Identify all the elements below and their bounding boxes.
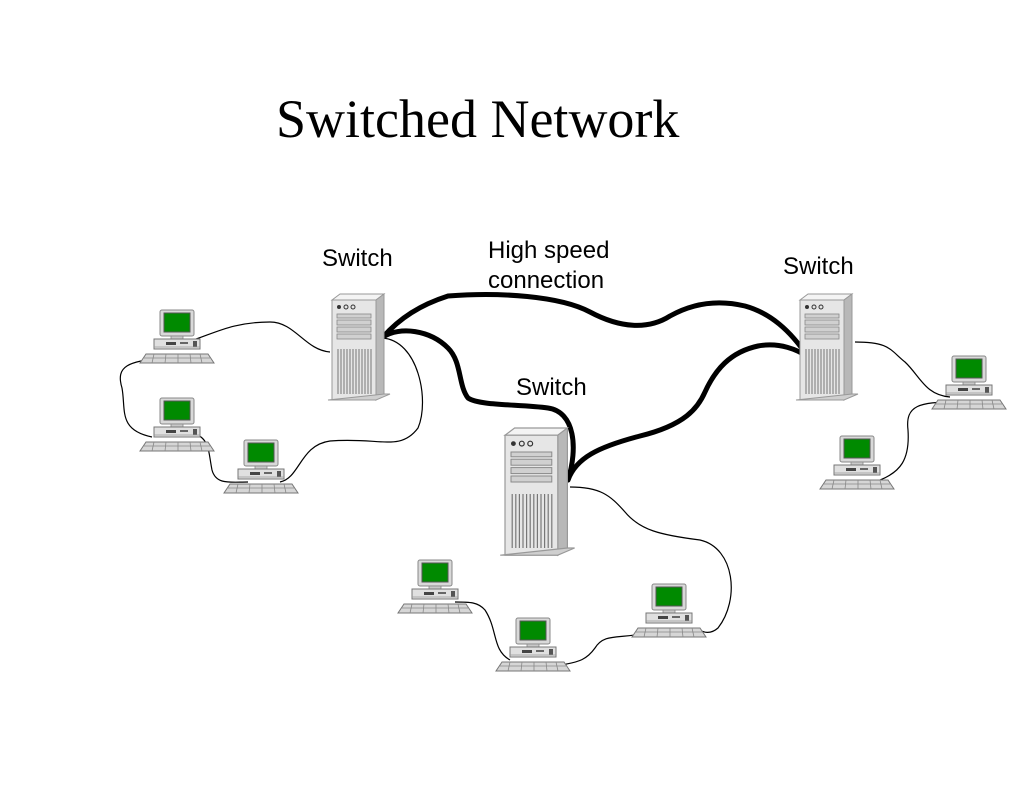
computer-icon-center-1 (397, 559, 473, 614)
switch-center-icon (499, 427, 576, 556)
computer-icon-center-3 (631, 583, 707, 638)
computer-icon-left-2 (139, 397, 215, 452)
label-switch-left: Switch (322, 245, 393, 272)
high-speed-links (380, 292, 811, 483)
label-link-line2: connection (488, 267, 605, 294)
label-switch-right: Switch (783, 253, 854, 280)
switch-left-icon (327, 293, 391, 401)
cable-center-switch-pc3 (569, 486, 732, 633)
switch-right-icon (795, 293, 859, 401)
computer-icon-left-3 (223, 439, 299, 494)
computer-icon-right-1 (931, 355, 1007, 410)
backbone-left-to-right (380, 292, 811, 360)
cable-pc1-pc2 (119, 357, 161, 438)
cable-pc2-pc1 (454, 601, 511, 661)
backbone-left-to-center (380, 328, 576, 483)
label-switch-center: Switch (516, 374, 587, 401)
cable-pc3-left-switch (279, 337, 424, 483)
cable-right-switch-pc2 (879, 401, 956, 481)
lan-cables (119, 321, 956, 666)
computer-icon-right-2 (819, 435, 895, 490)
cable-right-switch-pc1 (854, 341, 951, 398)
computer-icon-center-2 (495, 617, 571, 672)
backbone-center-to-right (565, 342, 811, 483)
cable-pc2-pc3 (189, 431, 249, 483)
cable-pc3-pc2 (561, 631, 651, 666)
slide-title: Switched Network (276, 89, 680, 149)
label-link-line1: High speed (488, 237, 610, 264)
